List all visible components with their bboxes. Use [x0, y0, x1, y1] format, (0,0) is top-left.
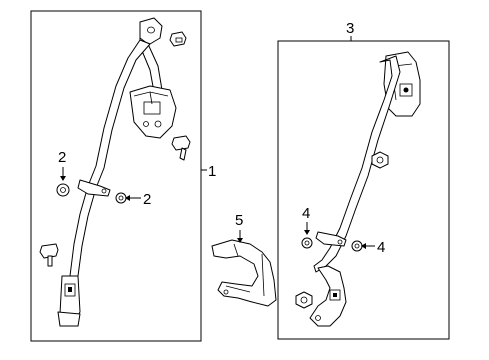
nut-lower [295, 291, 313, 309]
callout-1-label: 1 [208, 163, 216, 180]
callout-5-label: 5 [235, 212, 243, 229]
webbing-guide [77, 179, 111, 197]
lower-anchor [57, 275, 81, 327]
group-3-rear-belt: 3 [277, 20, 450, 340]
callout-4b-label: 4 [377, 239, 385, 256]
nut-upper [371, 151, 389, 169]
callout-4a-label: 4 [302, 205, 310, 222]
callout-3-label: 3 [346, 20, 354, 37]
rear-webbing-guide [315, 231, 347, 247]
main-webbing [65, 39, 151, 301]
bolt-lower [39, 243, 59, 267]
group-3-frame [277, 40, 450, 340]
washer-2a [56, 183, 70, 197]
rear-lower-anchor [309, 265, 347, 327]
retractor [129, 85, 177, 139]
washer-2b [115, 192, 127, 204]
bolt-top [169, 31, 187, 47]
bolt-middle [171, 135, 191, 161]
callout-2b-label: 2 [143, 191, 151, 208]
callout-2a-label: 2 [58, 149, 66, 166]
rear-webbing [313, 55, 401, 273]
washer-4a [301, 237, 313, 249]
group-1-frame [30, 10, 202, 342]
group-5-guide-bracket: 5 [211, 212, 277, 307]
group-1-front-belt: 2 2 1 [30, 10, 216, 342]
washer-4b [351, 240, 363, 252]
